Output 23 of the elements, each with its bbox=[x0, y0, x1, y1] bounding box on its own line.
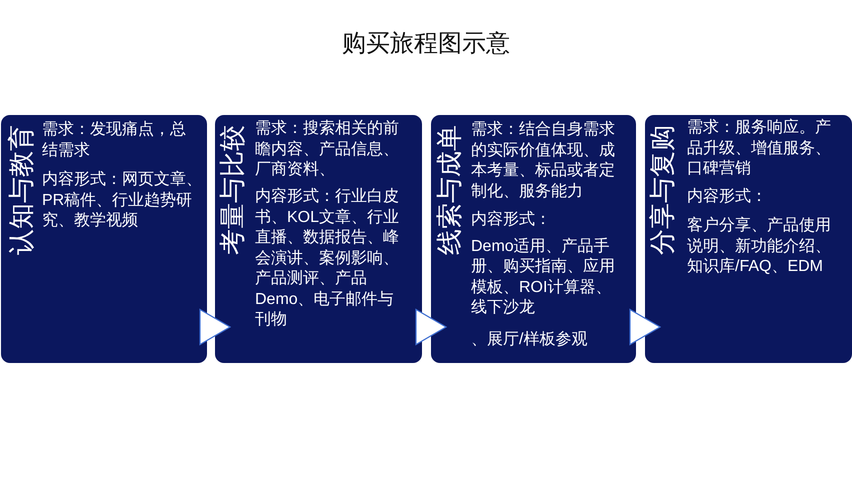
stage-title: 线索与成单 bbox=[435, 125, 463, 255]
stage-title: 考量与比较 bbox=[218, 125, 246, 255]
description-text: 需求：发现痛点，总结需求 bbox=[42, 120, 187, 160]
stage-card bbox=[1, 115, 207, 363]
description-text: 需求：服务响应。产品升级、增值服务、口碑营销 bbox=[687, 118, 832, 179]
description-text: 内容形式： bbox=[687, 187, 768, 207]
chevron-arrow bbox=[629, 308, 661, 346]
description-text: 内容形式：网页文章、PR稿件、行业趋势研究、教学视频 bbox=[42, 170, 203, 231]
description-text: Demo适用、产品手册、购买指南、应用模板、ROI计算器、线下沙龙 bbox=[471, 236, 616, 318]
stage-card bbox=[645, 115, 852, 363]
description-text: 需求：搜索相关的前瞻内容、产品信息、厂商资料、 bbox=[255, 119, 400, 180]
chevron-arrow bbox=[199, 308, 231, 346]
stage-title: 认知与教育 bbox=[6, 125, 34, 255]
stage-card bbox=[215, 115, 422, 363]
description-text: 客户分享、产品使用说明、新功能介绍、知识库/FAQ、EDM bbox=[687, 216, 832, 277]
description-text: 内容形式：行业白皮书、KOL文章、行业直播、数据报告、峰会演讲、案例影响、产品测评、产品Demo、电子邮件与刊物 bbox=[255, 187, 400, 330]
stage-title: 分享与复购 bbox=[648, 125, 676, 255]
stage-card bbox=[431, 115, 636, 363]
description-text: 、展厅/样板参观 bbox=[471, 330, 588, 350]
description-text: 内容形式： bbox=[471, 210, 552, 230]
diagram-title: 购买旅程图示意 bbox=[341, 29, 511, 59]
chevron-arrow bbox=[415, 308, 447, 346]
description-text: 需求：结合自身需求的实际价值体现、成本考量、标品或者定制化、服务能力 bbox=[471, 120, 616, 202]
